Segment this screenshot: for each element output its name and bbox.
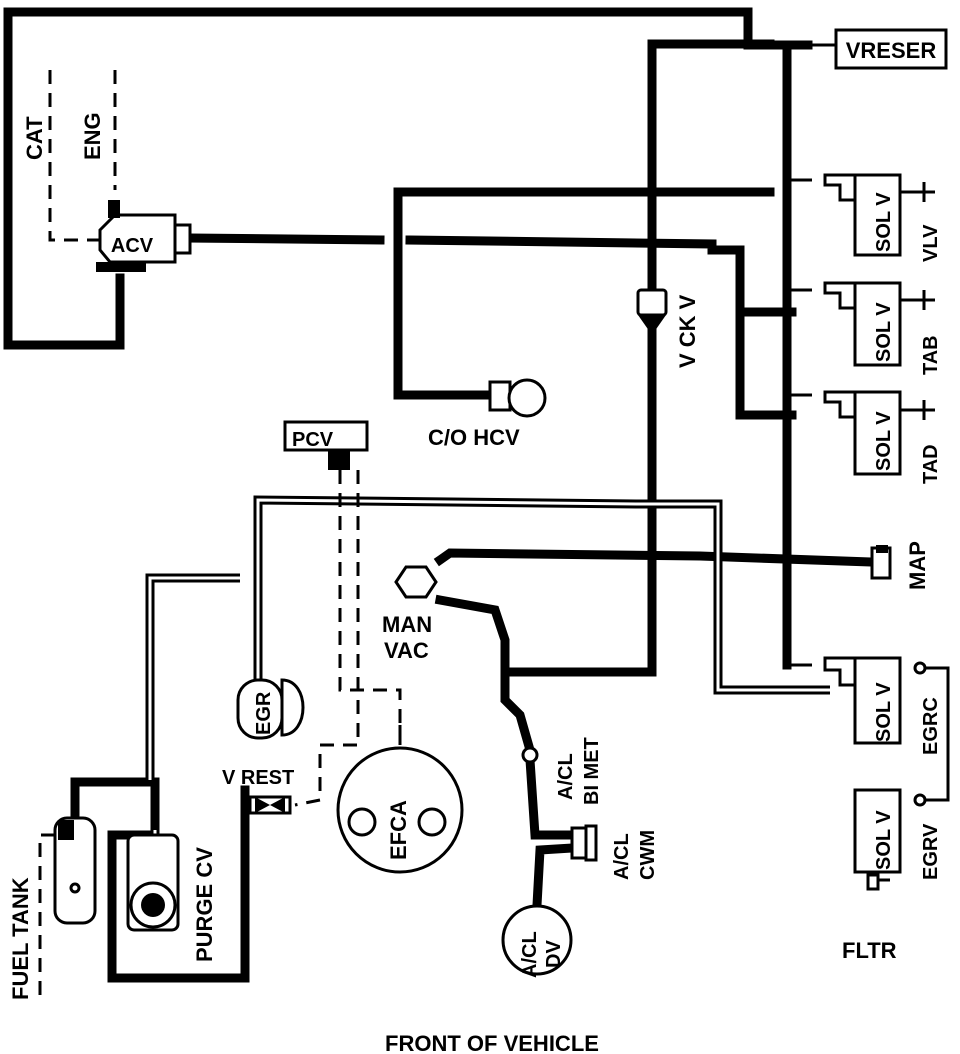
vac-label: VAC — [384, 638, 429, 663]
tab-label: TAB — [920, 335, 942, 375]
hose-manvac-acl — [434, 594, 536, 756]
bimet-label: BI MET — [581, 737, 603, 805]
sol-v-label-2: SOL V — [873, 302, 895, 362]
v-rest: V REST — [222, 767, 294, 815]
sol-v-vlv: SOL V VLV — [823, 173, 942, 262]
vckv-label: V CK V — [675, 294, 700, 368]
acl-label-2: A/CL — [611, 833, 633, 880]
egrc-egrv-wire — [920, 666, 950, 802]
hose-purge-double — [145, 573, 240, 780]
hose-co-hcv — [393, 187, 775, 400]
dashed-fuel-tank — [38, 833, 55, 1000]
map-sensor: MAP — [870, 541, 930, 590]
egr-valve: EGR — [236, 678, 305, 740]
vrest-label: V REST — [222, 767, 294, 789]
fuel-tank-canister: FUEL TANK — [8, 816, 97, 1000]
v-ck-v-valve: V CK V — [636, 288, 700, 368]
dashed-cat-eng — [48, 70, 100, 242]
sol-v-egrc: SOL V EGRC — [823, 656, 942, 755]
co-hcv-label: C/O HCV — [428, 425, 520, 450]
sol-v-tab: SOL V TAB — [823, 281, 942, 375]
co-hcv-valve: C/O HCV — [428, 378, 547, 450]
vacuum-hoses — [3, 7, 875, 983]
sol-v-egrv: SOL V EGRV — [853, 788, 942, 891]
efca-label: EFCA — [386, 800, 411, 860]
acl-label-1: A/CL — [555, 753, 577, 800]
hose-cwm-dv — [532, 843, 577, 910]
dv-label: DV — [543, 940, 565, 968]
man-label: MAN — [382, 612, 432, 637]
man-vac-port: MAN VAC — [382, 565, 438, 663]
sol-v-label-3: SOL V — [873, 411, 895, 471]
sol-v-label-1: SOL V — [873, 192, 895, 252]
pcv-label: PCV — [292, 429, 334, 451]
tad-label: TAD — [920, 444, 942, 484]
vreser-label: VRESER — [846, 38, 937, 63]
acl-cwm: A/CL CWM — [570, 824, 659, 880]
hose-purge — [107, 785, 250, 983]
vlv-label: VLV — [920, 224, 942, 262]
purge-cv-label: PURGE CV — [192, 847, 217, 962]
map-label: MAP — [905, 541, 930, 590]
hose-map — [433, 548, 875, 567]
hose-vckv-to-manvac — [505, 325, 657, 677]
diagram-caption: FRONT OF VEHICLE — [385, 1031, 599, 1054]
acl-dv: A/CL DV — [501, 904, 573, 978]
acl-bimet: A/CL BI MET — [521, 737, 603, 805]
sol-v-tad: SOL V TAD — [823, 390, 942, 484]
sol-v-label-4: SOL V — [873, 682, 895, 742]
hose-tad — [735, 307, 797, 420]
egrv-label: EGRV — [920, 823, 942, 880]
egr-label: EGR — [253, 691, 275, 735]
hose-egr-double — [253, 495, 830, 695]
egrc-label: EGRC — [920, 697, 942, 755]
thin-lines — [38, 43, 950, 1000]
hose-fuel-tank — [70, 777, 160, 835]
fuel-tank-label: FUEL TANK — [8, 877, 33, 1000]
pcv-valve: PCV — [283, 420, 369, 470]
vreser-box: VRESER — [834, 28, 948, 70]
hose-acv-to-manifold — [185, 233, 385, 245]
purge-cv-valve: PURGE CV — [126, 833, 217, 962]
hose-acl-bimet-cwm — [525, 755, 577, 840]
sol-v-label-5: SOL V — [873, 810, 895, 870]
acv-label: ACV — [111, 235, 154, 257]
efca-unit: EFCA — [336, 746, 464, 874]
dashed-pcv-efca — [338, 470, 402, 725]
cat-label: CAT — [22, 116, 47, 160]
eng-label: ENG — [80, 112, 105, 160]
acv-valve: ACV — [96, 200, 192, 272]
cwm-label: CWM — [637, 830, 659, 880]
hose-acv-to-tab — [405, 235, 797, 317]
acl-label-3: A/CL — [519, 931, 541, 978]
fltr-label: FLTR — [842, 938, 897, 963]
